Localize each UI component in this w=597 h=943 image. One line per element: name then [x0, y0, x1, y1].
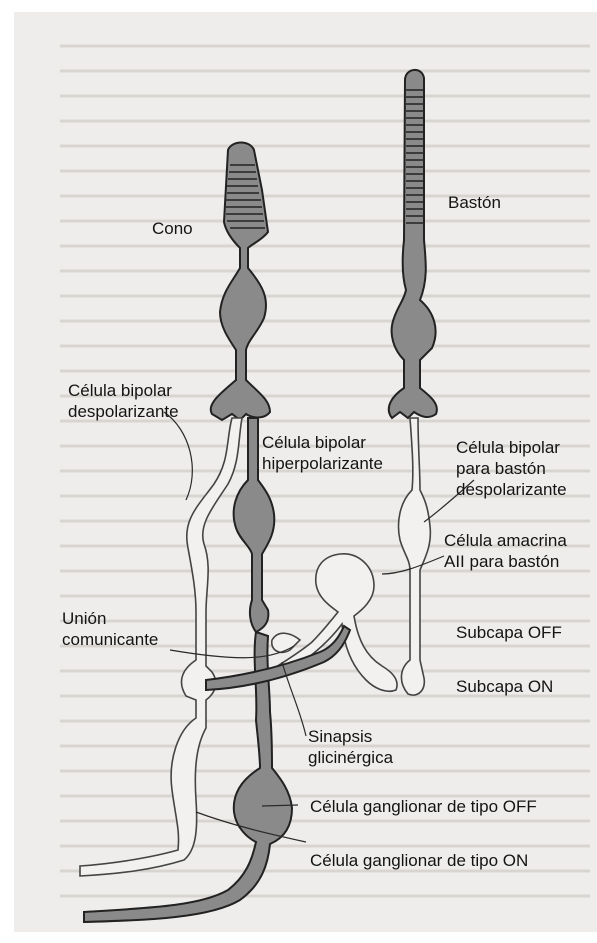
label-bipolar-rod: Célula bipolar para bastón despolarizant… — [456, 437, 591, 500]
label-amacrine-aii: Célula amacrina AII para bastón — [444, 530, 589, 572]
label-bipolar-depolarizing: Célula bipolar despolarizante — [68, 380, 218, 422]
label-gap-junction: Unión comunicante — [62, 608, 172, 650]
cone-cell — [211, 143, 270, 421]
label-rod: Bastón — [448, 192, 501, 213]
label-ganglion-off: Célula ganglionar de tipo OFF — [310, 796, 537, 817]
bipolar-rod-cell — [399, 418, 431, 695]
label-sublayer-on: Subcapa ON — [456, 676, 553, 697]
label-sublayer-off: Subcapa OFF — [456, 622, 562, 643]
leader-lines — [164, 412, 474, 842]
label-glycinergic-synapse: Sinapsis glicinérgica — [308, 726, 408, 768]
label-ganglion-on: Célula ganglionar de tipo ON — [310, 850, 528, 871]
label-cone: Cono — [152, 218, 193, 239]
label-bipolar-hyperpolarizing: Célula bipolar hiperpolarizante — [262, 432, 402, 474]
